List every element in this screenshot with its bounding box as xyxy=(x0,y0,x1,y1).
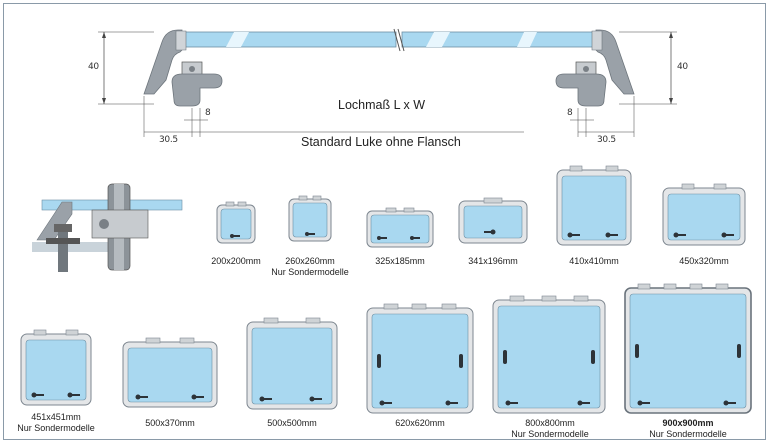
hatch-label: 200x200mm xyxy=(211,256,261,266)
height-label-left: 40 xyxy=(88,62,99,72)
hatch-label: 410x410mm xyxy=(569,256,619,266)
hatch-341x196 xyxy=(458,197,528,244)
hatch-label: 341x196mm xyxy=(468,256,518,266)
mounting-detail xyxy=(32,183,183,272)
glass-pane-left xyxy=(175,31,397,48)
hatch-label: 620x620mm xyxy=(395,418,445,428)
cross-section-diagram xyxy=(98,28,677,137)
gap-label-left: 8 xyxy=(205,108,211,118)
hatch-900x900 xyxy=(624,283,752,414)
hatch-450x320 xyxy=(662,183,746,246)
frame-profile-right xyxy=(595,29,635,95)
hatch-325x185 xyxy=(366,207,434,248)
width-label-right: 30.5 xyxy=(597,135,616,145)
width-label-left: 30.5 xyxy=(159,135,178,145)
hatch-label: 500x500mm xyxy=(267,418,317,428)
seal-profile-right xyxy=(555,73,607,107)
hatch-260x260 xyxy=(288,195,332,242)
frame-profile-left xyxy=(143,29,183,95)
hole-size-caption: Lochmaß L x W xyxy=(338,98,426,112)
hatch-451x451 xyxy=(20,329,92,406)
standard-hatch-caption: Standard Luke ohne Flansch xyxy=(301,135,461,149)
hatch-800x800 xyxy=(492,295,606,414)
gap-label-right: 8 xyxy=(567,108,573,118)
hatch-label: 450x320mm xyxy=(679,256,729,266)
hatch-500x500 xyxy=(246,317,338,410)
glass-highlight xyxy=(517,32,537,47)
hatch-label: 500x370mm xyxy=(145,418,195,428)
hatch-200x200 xyxy=(216,201,256,244)
glass-highlight xyxy=(426,32,450,47)
height-label-right: 40 xyxy=(677,62,688,72)
hatch-410x410 xyxy=(556,165,632,246)
hatch-500x370 xyxy=(122,337,218,408)
seal-profile-left xyxy=(171,73,223,107)
diagram-frame: 40 40 8 8 30.5 30.5 Lochmaß L x W Standa… xyxy=(3,3,766,440)
hatch-620x620 xyxy=(366,303,474,414)
hatch-label: 325x185mm xyxy=(375,256,425,266)
glass-highlight xyxy=(226,32,249,47)
